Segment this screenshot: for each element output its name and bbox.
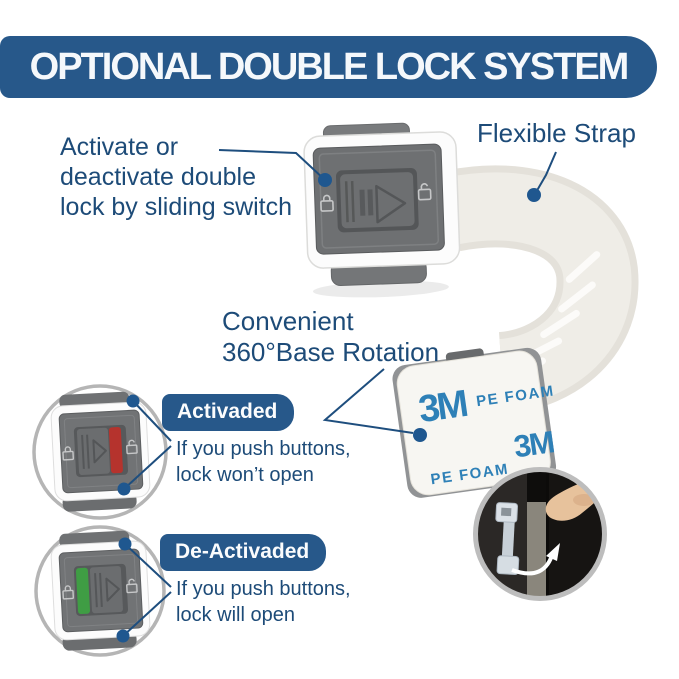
lock-closed-icon	[320, 199, 334, 212]
activated-desc: If you push buttons, lock won’t open	[176, 436, 351, 488]
installed-lock	[495, 502, 520, 575]
activated-desc-line: lock won’t open	[176, 464, 314, 486]
callout-dots	[116, 173, 541, 643]
activated-desc-line: If you push buttons,	[176, 438, 351, 460]
rotation-note: Convenient 360°Base Rotation	[222, 306, 439, 368]
rotation-note-line: 360°Base Rotation	[222, 337, 440, 367]
header-banner: OPTIONAL DOUBLE LOCK SYSTEM	[0, 36, 657, 98]
switch-note-line: lock by sliding switch	[60, 193, 293, 221]
callout-lines	[122, 149, 557, 637]
deactivated-badge: De-Activaded	[160, 534, 327, 571]
deactivated-desc-line: lock will open	[176, 604, 295, 626]
rotation-note-line: Convenient	[222, 306, 354, 336]
switch-note-line: Activate or	[60, 133, 179, 161]
deactivated-desc: If you push buttons, lock will open	[176, 576, 351, 628]
strap-label: Flexible Strap	[477, 118, 636, 148]
rotating-base: 3M PE FOAM 3M PE FOAM	[392, 347, 557, 498]
lock-device	[303, 122, 461, 298]
pad-brand-text: 3M	[512, 424, 556, 464]
lock-open-icon	[417, 188, 432, 201]
pad-brand-text: 3M	[416, 383, 470, 431]
activated-closeup	[32, 384, 168, 520]
green-indicator	[75, 567, 91, 615]
switch-note: Activate or deactivate double lock by sl…	[60, 132, 292, 222]
lock-closed-icon	[62, 450, 75, 461]
red-indicator	[108, 427, 123, 474]
lock-closed-icon	[62, 589, 75, 600]
deactivated-desc-line: If you push buttons,	[176, 578, 351, 600]
page-title: OPTIONAL DOUBLE LOCK SYSTEM	[29, 45, 630, 88]
lock-open-icon	[126, 583, 138, 594]
slide-arrow-icon	[375, 184, 407, 224]
usage-photo-inset	[473, 467, 607, 601]
switch-note-line: deactivate double	[60, 163, 256, 191]
activated-badge: Activaded	[162, 394, 295, 431]
deactivated-closeup	[34, 525, 166, 657]
lock-open-icon	[126, 444, 138, 455]
flexible-strap	[443, 165, 639, 414]
